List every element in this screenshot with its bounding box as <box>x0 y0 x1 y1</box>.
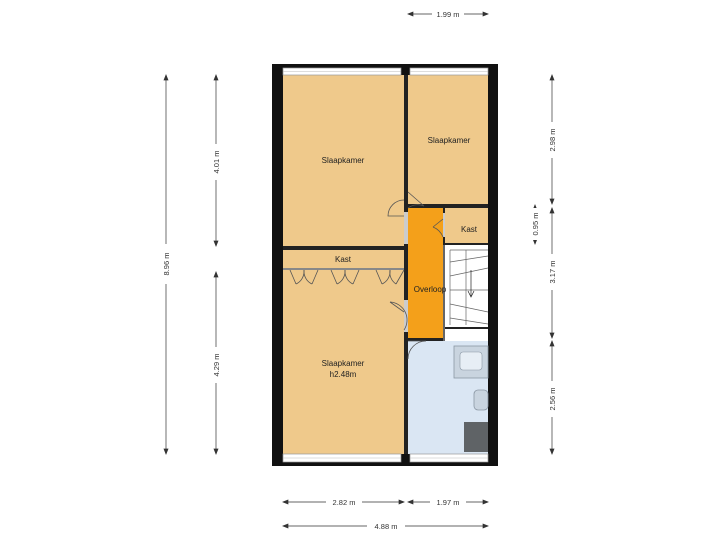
dim-bottom-right: 1.97 m <box>437 498 460 507</box>
bedroom-top-right-area[interactable] <box>408 75 488 204</box>
closet-right-area[interactable] <box>445 208 488 243</box>
dim-bottom-left: 2.82 m <box>333 498 356 507</box>
bedroom-top-right-label: Slaapkamer <box>428 136 471 145</box>
bedroom-bottom-label: Slaapkamer <box>322 359 365 368</box>
landing-label: Overloop <box>414 285 447 294</box>
stairs-area <box>445 245 488 327</box>
bedroom-top-left-label: Slaapkamer <box>322 156 365 165</box>
wall-top <box>272 64 498 68</box>
dim-top-width: 1.99 m <box>437 10 460 19</box>
door-swings <box>289 191 444 360</box>
wall-bedroom-top-bottom <box>283 246 404 250</box>
wall-right <box>488 64 498 466</box>
closet-right-label: Kast <box>461 225 478 234</box>
dim-right-lower: 2.56 m <box>548 388 557 411</box>
wall-landing-bottom <box>408 338 445 341</box>
wall-interior-vertical <box>404 75 408 454</box>
wall-stairs-bottom <box>445 327 488 329</box>
landing-area[interactable] <box>408 208 443 338</box>
wall-bottom <box>272 462 498 466</box>
wall-left <box>272 64 283 466</box>
wall-top-middle <box>401 64 410 75</box>
dim-right-closet: 0.95 m <box>531 213 540 236</box>
bedroom-bottom-area[interactable] <box>283 270 404 454</box>
wall-stair-rail <box>443 245 445 341</box>
staircase <box>449 249 489 325</box>
wall-closet-right-bottom <box>443 243 488 245</box>
bathroom-fixtures <box>453 345 489 452</box>
dim-left-upper: 4.01 m <box>212 151 221 174</box>
dim-left-total: 8.96 m <box>162 253 171 276</box>
dim-left-lower: 4.29 m <box>212 354 221 377</box>
shower-tray <box>464 422 488 452</box>
wall-top-right-bottom <box>408 204 488 208</box>
dim-right-upper: 2.98 m <box>548 129 557 152</box>
closet-left-label: Kast <box>335 255 352 264</box>
wall-kast-divider <box>283 268 404 270</box>
wall-bottom-middle <box>401 454 410 466</box>
dim-bottom-total: 4.88 m <box>375 522 398 531</box>
toilet <box>473 389 489 411</box>
closet-left-area[interactable] <box>283 250 404 270</box>
bedroom-bottom-height-label: h2.48m <box>330 370 357 379</box>
bedroom-top-left-area[interactable] <box>283 75 404 246</box>
dim-right-middle: 3.17 m <box>548 261 557 284</box>
